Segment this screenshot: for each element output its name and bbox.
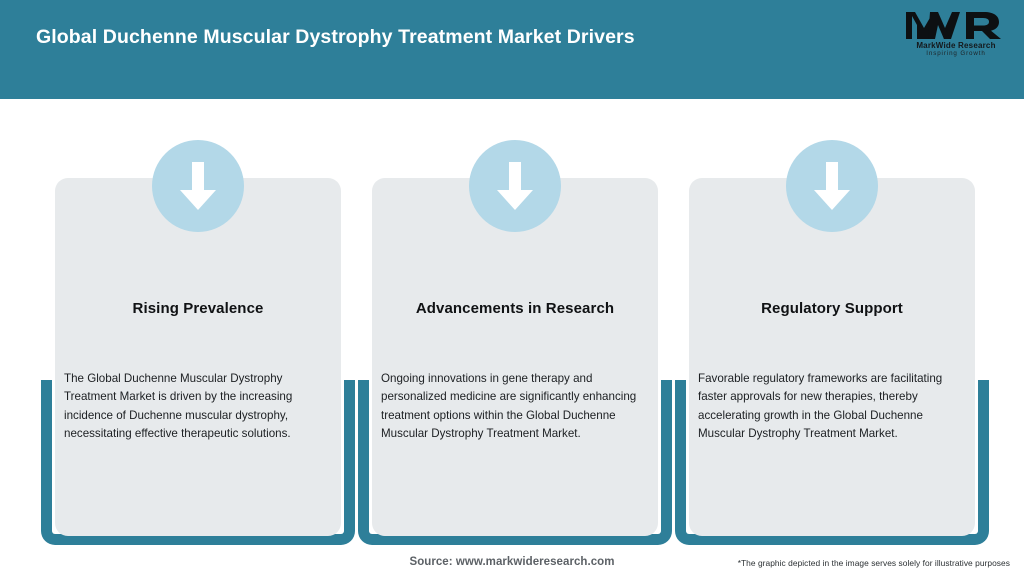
- mwr-logo-icon: [906, 12, 1001, 39]
- logo-tagline: Inspiring Growth: [926, 50, 986, 57]
- driver-card-2[interactable]: Advancements in Research Ongoing innovat…: [358, 132, 672, 546]
- brand-logo: MarkWide Research Inspiring Growth: [904, 8, 1008, 62]
- card-title: Regulatory Support: [761, 300, 903, 317]
- arrow-down-icon: [469, 140, 561, 232]
- logo-company-name: MarkWide Research: [916, 41, 996, 50]
- card-panel: Regulatory Support Favorable regulatory …: [689, 178, 975, 536]
- card-bracket-frame: [358, 380, 672, 545]
- arrow-down-glyph: [814, 162, 850, 210]
- card-panel: Rising Prevalence The Global Duchenne Mu…: [55, 178, 341, 536]
- arrow-down-icon: [786, 140, 878, 232]
- card-body-text: The Global Duchenne Muscular Dystrophy T…: [64, 372, 293, 440]
- arrow-down-glyph: [497, 162, 533, 210]
- card-bracket-frame: [41, 380, 355, 545]
- driver-card-1[interactable]: Rising Prevalence The Global Duchenne Mu…: [41, 132, 355, 546]
- card-body-text: Favorable regulatory frameworks are faci…: [698, 372, 943, 440]
- card-title: Advancements in Research: [415, 300, 615, 317]
- driver-card-3[interactable]: Regulatory Support Favorable regulatory …: [675, 132, 989, 546]
- card-panel: Advancements in Research Ongoing innovat…: [372, 178, 658, 536]
- disclaimer-note: *The graphic depicted in the image serve…: [737, 558, 1010, 568]
- header-bar: Global Duchenne Muscular Dystrophy Treat…: [0, 0, 1024, 99]
- source-label: Source: www.markwideresearch.com: [409, 556, 615, 568]
- card-bracket-frame: [675, 380, 989, 545]
- card-body-text: Ongoing innovations in gene therapy and …: [381, 372, 637, 440]
- page-title: Global Duchenne Muscular Dystrophy Treat…: [36, 26, 635, 48]
- card-title: Rising Prevalence: [132, 300, 264, 317]
- arrow-down-icon: [152, 140, 244, 232]
- arrow-down-glyph: [180, 162, 216, 210]
